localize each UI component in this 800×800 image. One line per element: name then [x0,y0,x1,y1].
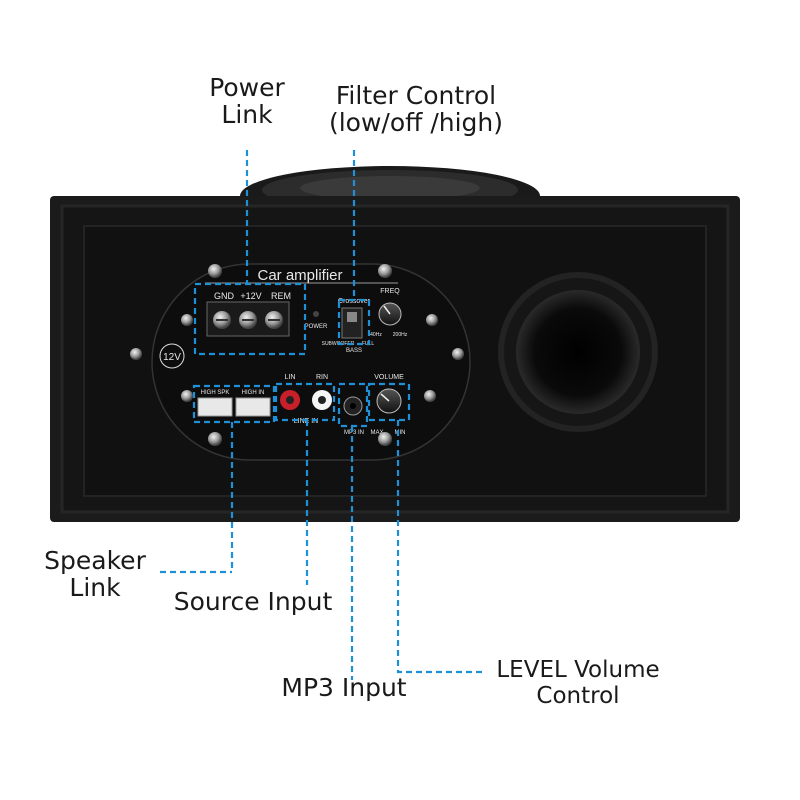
max-label: MAX [370,430,383,436]
amplifier-panel: Car amplifier GND +12V REM POWER Crossov… [130,263,471,461]
rca-right-jack[interactable] [312,390,332,410]
callout-source-input-text: Source Input [173,587,333,616]
callout-level-volume: LEVEL Volume Control [488,657,668,709]
high-spk-connector[interactable] [197,397,233,417]
screw [452,348,464,360]
lin-label: LIN [285,374,296,381]
power-led-label: POWER [305,324,328,330]
bass-port [498,272,658,432]
volume-knob[interactable] [376,388,402,414]
screw [426,314,438,326]
screw [130,348,142,360]
callout-level-volume-line1: LEVEL Volume [496,657,660,683]
screw [424,390,436,402]
source-input-frame [274,382,336,422]
screw [208,264,222,278]
rin-label: RIN [316,374,328,381]
callout-filter-control: Filter Control (low/off /high) [316,82,516,136]
volume-label: VOLUME [374,374,404,381]
high-in-connector[interactable] [235,397,271,417]
terminal-label-rem: REM [271,291,291,301]
callout-speaker-link-line1: Speaker [44,546,146,575]
callout-power-link: Power Link [197,74,297,128]
screw [181,390,193,402]
rca-left-jack[interactable] [280,390,300,410]
terminal-label-12v: +12V [240,291,261,301]
panel-title: Car amplifier [257,267,342,284]
callout-filter-control-line2: (low/off /high) [328,108,503,137]
min-label: MIN [395,430,406,436]
bass-label: BASS [346,348,362,354]
callout-filter-control-line1: Filter Control [335,81,497,110]
callout-source-input: Source Input [160,588,346,615]
screw [378,432,392,446]
voltage-badge: 12V [163,352,181,363]
callout-level-volume-line2: Control [536,683,620,709]
callout-power-link-line1: Power [209,73,285,102]
freq-max-label: 200Hz [393,332,408,338]
power-terminal-block[interactable] [206,301,290,337]
mp3-in-label: MP3 IN [344,430,364,436]
screw [208,432,222,446]
power-link-frame [193,282,307,356]
freq-knob[interactable] [378,302,402,326]
high-spk-label: HIGH SPK [201,390,230,396]
filter-control-frame [337,298,371,346]
level-volume-frame [367,382,411,422]
terminal-label-gnd: GND [214,291,235,301]
screw [378,264,392,278]
crossover-label: Crossover [338,298,371,305]
callout-mp3-input-text: MP3 Input [281,673,407,702]
high-in-label: HIGH IN [242,390,265,396]
callout-speaker-link: Speaker Link [35,547,155,601]
level-volume-leader [396,420,482,674]
callout-speaker-link-line2: Link [69,573,121,602]
callout-power-link-line2: Link [221,100,273,129]
crossover-switch[interactable] [341,307,363,339]
screw [181,314,193,326]
power-led [313,311,319,317]
callout-mp3-input: MP3 Input [270,674,418,701]
mp3-jack[interactable] [343,396,363,416]
freq-min-label: 40Hz [370,332,382,338]
freq-label: FREQ [380,288,400,295]
callout-leaders [160,150,482,680]
speaker-link-frame [192,384,276,424]
